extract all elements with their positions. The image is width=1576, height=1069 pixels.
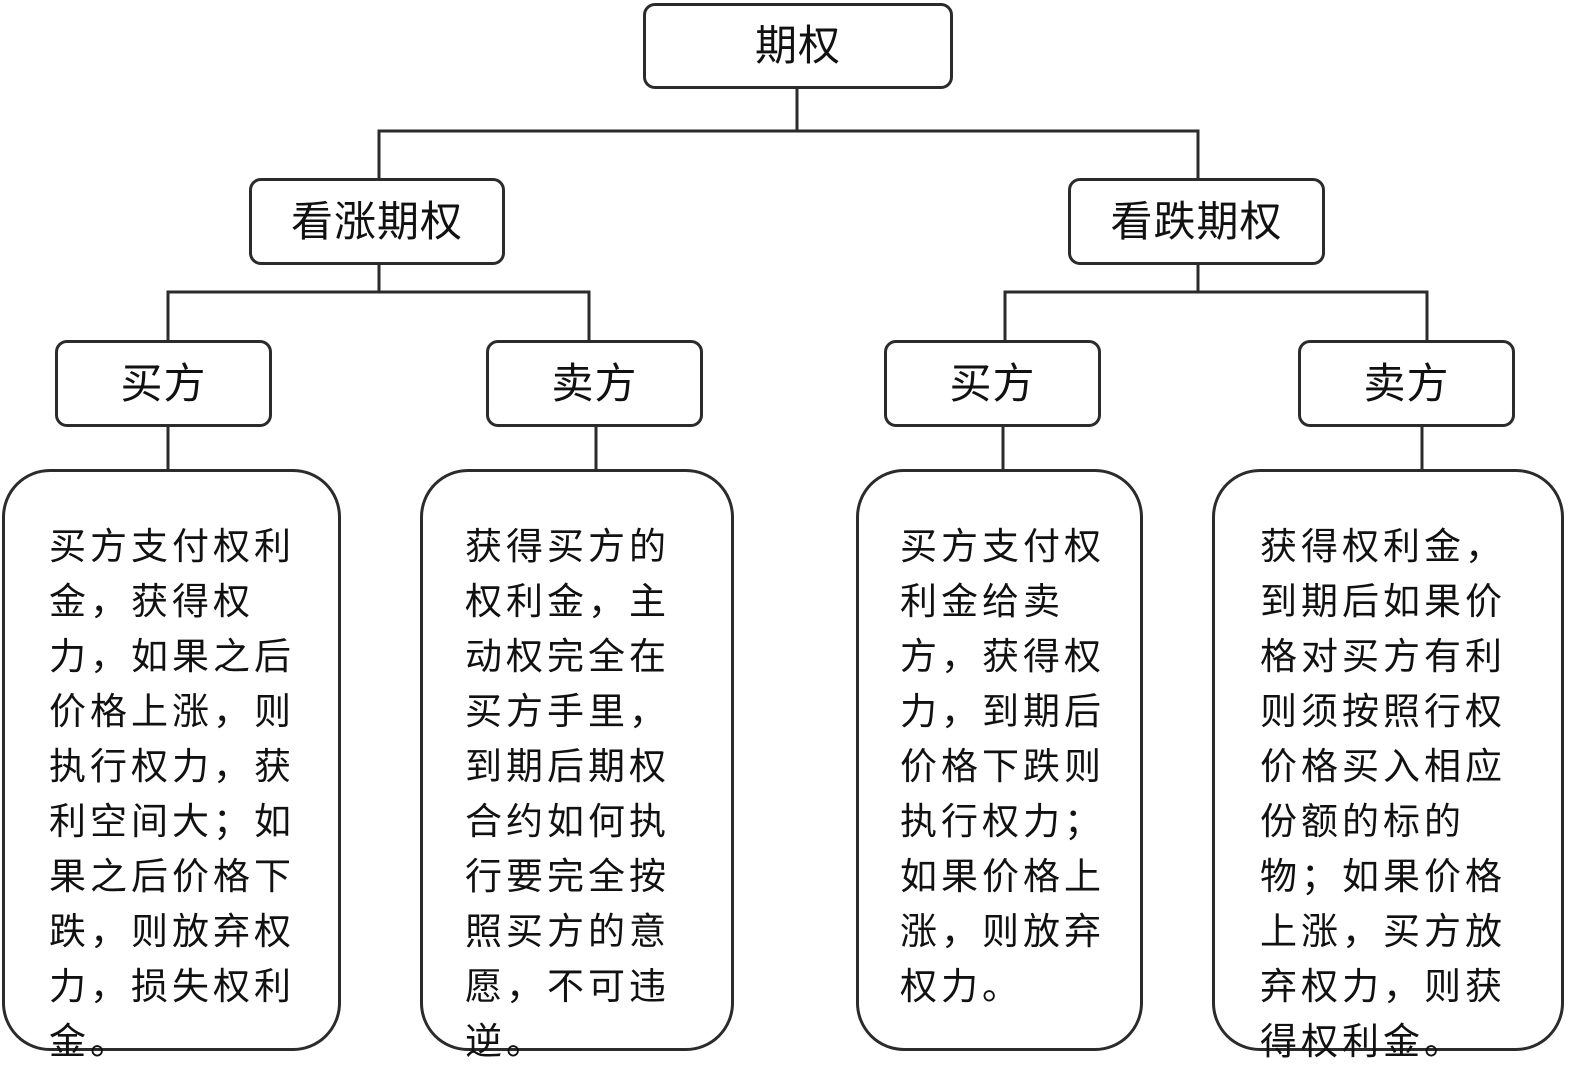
call-seller-description: 获得买方的权利金，主动权完全在买方手里，到期后期权合约如何执行要完全按照买方的意…: [465, 525, 670, 1063]
call-option-label: 看涨期权: [290, 196, 463, 246]
put-option-node: 看跌期权: [1068, 178, 1325, 265]
put-seller-node: 卖方: [1298, 340, 1515, 427]
call-seller-description-box: 获得买方的权利金，主动权完全在买方手里，到期后期权合约如何执行要完全按照买方的意…: [420, 469, 734, 1063]
call-buyer-description-box: 买方支付权利金，获得权力，如果之后价格上涨，则执行权力，获利空间大；如果之后价格…: [2, 469, 341, 1063]
put-seller-description: 获得权利金，到期后如果价格对买方有利则须按照行权价格买入相应份额的标的物；如果价…: [1260, 525, 1506, 1063]
call-buyer-label: 买方: [120, 358, 207, 408]
call-option-node: 看涨期权: [249, 178, 505, 265]
call-seller-node: 卖方: [486, 340, 703, 427]
put-buyer-label: 买方: [949, 358, 1036, 408]
root-node: 期权: [643, 3, 953, 89]
root-label: 期权: [754, 21, 841, 70]
put-buyer-description-box: 买方支付权利金给卖方，获得权力，到期后价格下跌则执行权力；如果价格上涨，则放弃权…: [856, 469, 1143, 1051]
put-seller-label: 卖方: [1363, 358, 1450, 408]
call-buyer-description: 买方支付权利金，获得权力，如果之后价格上涨，则执行权力，获利空间大；如果之后价格…: [49, 525, 295, 1063]
call-buyer-node: 买方: [55, 340, 272, 427]
put-seller-description-box: 获得权利金，到期后如果价格对买方有利则须按照行权价格买入相应份额的标的物；如果价…: [1212, 469, 1564, 1063]
put-option-label: 看跌期权: [1110, 196, 1283, 246]
put-buyer-node: 买方: [884, 340, 1101, 427]
put-buyer-description: 买方支付权利金给卖方，获得权力，到期后价格下跌则执行权力；如果价格上涨，则放弃权…: [900, 525, 1105, 1008]
call-seller-label: 卖方: [551, 358, 638, 408]
